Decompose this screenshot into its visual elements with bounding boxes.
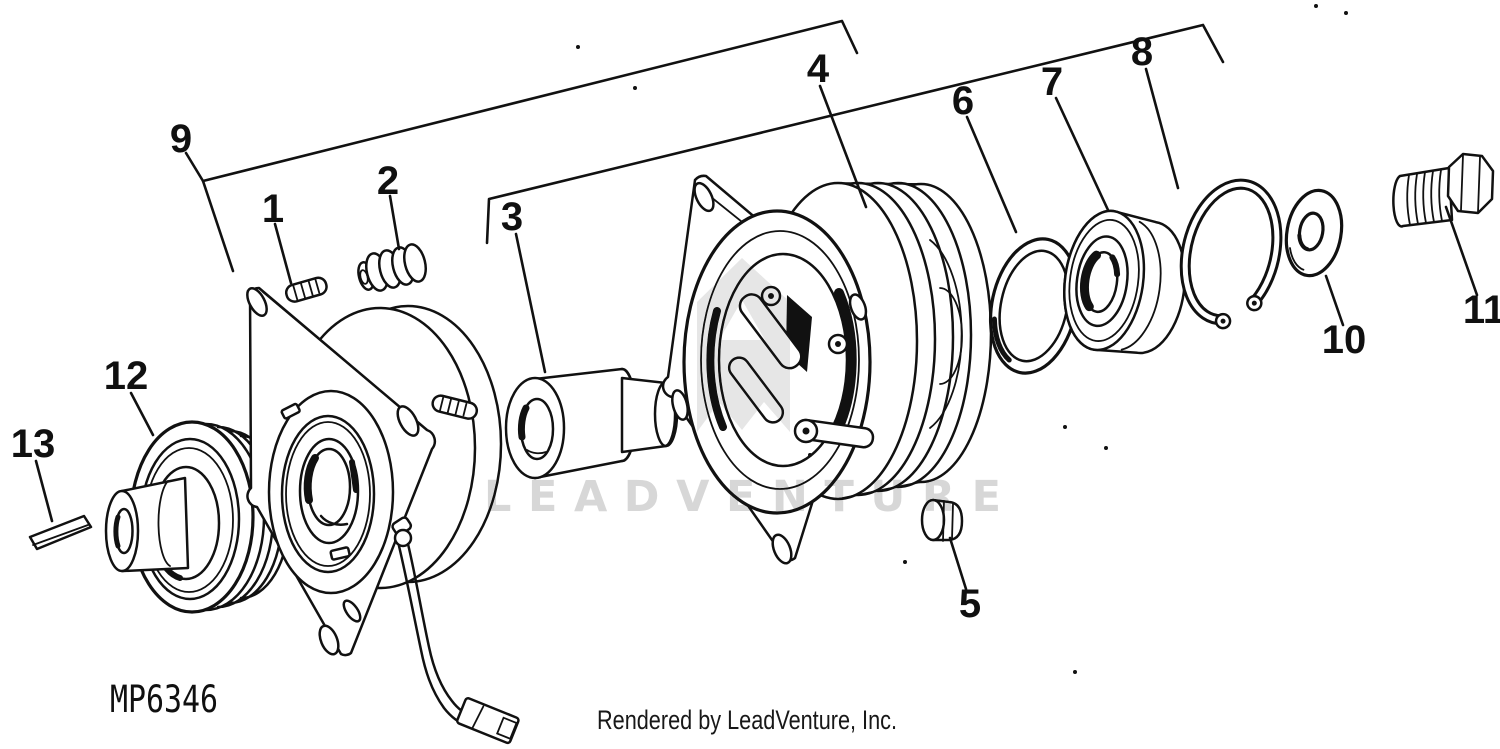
callout-6-leader [965,115,1018,234]
callout-1: 1 [262,187,284,231]
watermark: LEADVENTURE [484,258,1021,522]
part-code: MP6346 [110,678,218,721]
speck-dot [1073,670,1077,674]
cap-screw-part [1392,152,1495,228]
leadventure-logo-watermark [697,258,790,432]
speck-dot [576,45,580,49]
callout-3-leader [514,232,547,374]
speck-dot [1104,446,1108,450]
callout-10: 10 [1322,318,1367,362]
spring-part [357,243,427,292]
callout-10-leader [1324,274,1345,327]
callout-12-leader [129,391,155,437]
callout-7: 7 [1041,60,1063,104]
speck-dot [1344,11,1348,15]
speck-dot [808,453,812,457]
callout-12: 12 [104,354,149,398]
callout-8-leader [1144,67,1180,190]
group-9-bracket [201,19,859,183]
coil-wire [391,516,520,745]
callout-2: 2 [377,159,399,203]
stud-parts [284,276,479,420]
key-part [28,514,93,551]
watermark-text: LEADVENTURE [484,472,1021,522]
callout-2-leader [388,194,401,251]
speck-dot [1063,425,1067,429]
callout-9-leader [184,151,235,273]
speck-dot [1314,4,1318,8]
callout-8: 8 [1131,30,1153,74]
callout-4: 4 [807,47,830,91]
group-4-bracket [485,23,1225,245]
callout-5: 5 [959,582,981,626]
pulley-part [104,420,291,614]
callout-11: 11 [1463,288,1500,332]
artifact-dots [576,4,1348,674]
speck-dot [903,560,907,564]
bushing-part [504,367,679,480]
callout-4-leader [818,84,868,209]
callout-5-leader [948,536,968,591]
field-flange-assembly [246,286,437,657]
speck-dot [633,86,637,90]
callout-11-leader [1444,205,1479,297]
bearing-part [1063,209,1187,355]
callout-9: 9 [170,117,192,161]
callout-7-leader [1054,96,1110,212]
footer-credit: Rendered by LeadVenture, Inc. [597,705,897,735]
callout-3: 3 [501,195,523,239]
bracket-lines [201,19,1225,245]
callout-13-leader [34,459,54,523]
washer-part [1284,188,1344,278]
callout-1-leader [273,222,293,285]
nut-part [920,498,964,542]
callout-6: 6 [952,79,974,123]
snap-ring-part [1179,178,1283,330]
callout-13: 13 [11,422,56,466]
